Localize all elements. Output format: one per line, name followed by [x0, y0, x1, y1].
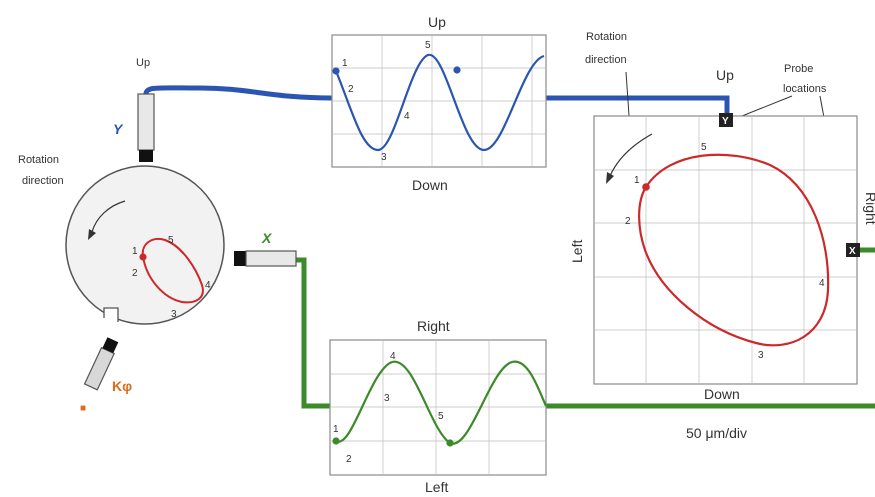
y-scope-bottom-label: Down: [412, 177, 448, 193]
probe-locations-label: Probe: [784, 63, 813, 75]
shaft-orbit-point-3: 3: [171, 309, 177, 320]
y-scope-point-1: 1: [342, 58, 348, 69]
shaft-orbit-point-5: 5: [168, 235, 174, 246]
orbit-probe-x-box: [846, 243, 860, 257]
y-probe-body: [137, 93, 155, 151]
orbit-point-1: 1: [634, 175, 640, 186]
orbit-scale-label: 50 μm/div: [686, 425, 747, 441]
x-scope-grid: [330, 340, 546, 475]
orbit-right-label: Right: [863, 192, 875, 225]
keyphasor-marker: ■: [80, 403, 86, 414]
x-scope-keyphasor-dot-2: [446, 439, 454, 447]
shaft-orbit-point-1: 1: [132, 246, 138, 257]
y-scope-point-3: 3: [381, 152, 387, 163]
orbit-point-2: 2: [625, 216, 631, 227]
y-scope-keyphasor-dot-2: [453, 66, 461, 74]
orbit-keyphasor-dot: [642, 183, 650, 191]
y-probe-label: Y: [113, 121, 124, 137]
y-scope-waveform: [334, 53, 545, 152]
orbit-probe-y-label: Y: [722, 116, 729, 127]
orbit-left-label: Left: [569, 240, 585, 263]
y-signal-cable: [143, 85, 335, 101]
orbit-point-5: 5: [701, 142, 707, 153]
shaft-rotation-arrow: [91, 200, 126, 233]
y-scope-point-4: 4: [404, 111, 410, 122]
orbit-probe-y-box: [719, 113, 733, 127]
y-scope-keyphasor-dot: [332, 67, 340, 75]
x-scope-point-5: 5: [438, 411, 444, 422]
y-scope: Up 1 2 3 4 5 Down: [331, 14, 547, 193]
keyphasor-label: Kφ: [112, 378, 132, 394]
shaft-orbit-keyphasor-dot: [139, 253, 147, 261]
keyway-notch: [103, 307, 119, 322]
shaft-rotation-label-2: direction: [22, 175, 64, 187]
shaft-orbit-point-4: 4: [205, 280, 211, 291]
orbit-point-4: 4: [819, 278, 825, 289]
shaft-orbit-point-2: 2: [132, 268, 138, 279]
x-scope-keyphasor-dot: [332, 437, 340, 445]
orbit-trace: [638, 153, 830, 347]
orbit-rotation-label: Rotation: [586, 31, 627, 43]
keyphasor-probe: [83, 337, 119, 391]
x-scope-point-1: 1: [333, 424, 339, 435]
probe-locations-label-2: locations: [783, 83, 827, 95]
y-scope-point-5: 5: [425, 40, 431, 51]
orbit-rotation-arrowhead: [606, 172, 614, 184]
y-scope-grid: [332, 35, 546, 167]
y-probe-tip: [139, 150, 153, 162]
x-scope: Right 1 2 3 4 5 Left: [329, 318, 548, 495]
x-scope-top-label: Right: [417, 318, 450, 334]
x-probe-label: X: [261, 230, 273, 246]
x-scope-point-3: 3: [384, 393, 390, 404]
shaft-orbit: [141, 238, 204, 304]
orbit-scope: Rotation direction Up Probe locations 1 …: [569, 31, 875, 441]
shaft-assembly: Rotation direction 1 2 3 4 5 Up Y X ■ Kφ: [18, 57, 297, 414]
y-signal-cable-out: [546, 95, 730, 114]
y-scope-top-label: Up: [428, 14, 446, 30]
orbit-rotation-label-2: direction: [585, 54, 627, 66]
orbit-down-label: Down: [704, 386, 740, 402]
orbit-point-3: 3: [758, 350, 764, 361]
x-scope-bottom-label: Left: [425, 479, 448, 495]
orbit-scope-frame: [593, 115, 858, 385]
x-probe-body: [245, 250, 297, 267]
orbit-probe-x-label: X: [849, 246, 856, 257]
y-scope-point-2: 2: [348, 84, 354, 95]
x-scope-point-2: 2: [346, 454, 352, 465]
probe-y-pointer: [741, 95, 793, 117]
shaft-rotation-arrowhead: [88, 229, 96, 240]
x-scope-point-4: 4: [390, 351, 396, 362]
x-signal-cable: [296, 257, 330, 409]
shaft-rotation-label: Rotation: [18, 154, 59, 166]
shaft-up-label: Up: [136, 57, 150, 69]
orbit-rotation-arrow: [609, 133, 653, 177]
x-probe-tip: [234, 251, 246, 266]
orbit-up-label: Up: [716, 67, 734, 83]
